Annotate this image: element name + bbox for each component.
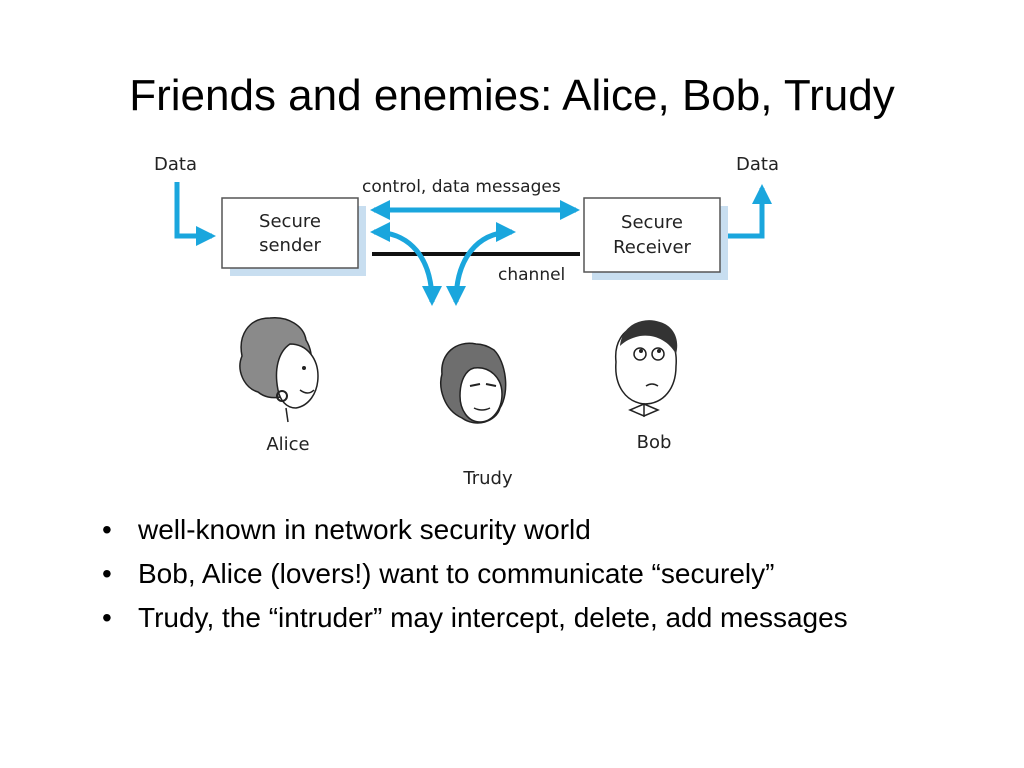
- alice-figure: [239, 317, 319, 423]
- bob-label: Bob: [637, 432, 672, 453]
- sender-label-line1: Secure: [259, 211, 321, 232]
- bullet-item: • well-known in network security world: [96, 514, 956, 546]
- bullet-item: • Bob, Alice (lovers!) want to communica…: [96, 558, 956, 590]
- slide-title: Friends and enemies: Alice, Bob, Trudy: [129, 71, 895, 120]
- receiver-label-line2: Receiver: [613, 237, 691, 258]
- channel-label: channel: [498, 265, 565, 285]
- bullet-text: Trudy, the “intruder” may intercept, del…: [138, 602, 848, 633]
- alice-label: Alice: [266, 434, 309, 455]
- sender-label-line2: sender: [259, 235, 321, 256]
- intercept-arrow-left: [370, 222, 442, 306]
- trudy-label: Trudy: [462, 468, 513, 489]
- secure-sender-box: Secure sender: [221, 197, 366, 276]
- bullet-marker: •: [102, 558, 112, 589]
- trudy-figure: [440, 342, 507, 424]
- messages-label: control, data messages: [362, 177, 561, 197]
- data-output-label: Data: [736, 154, 779, 175]
- diagram-svg: Data Data Secure sender Secure Receiver …: [154, 154, 779, 489]
- bullet-text: well-known in network security world: [138, 514, 591, 545]
- secure-receiver-box: Secure Receiver: [583, 197, 728, 280]
- bullet-list: • well-known in network security world •…: [96, 514, 956, 646]
- bullet-item: • Trudy, the “intruder” may intercept, d…: [96, 602, 956, 634]
- data-out-arrow: [720, 184, 772, 239]
- data-in-arrow: [174, 182, 216, 246]
- bullet-marker: •: [102, 514, 112, 545]
- intercept-arrow-right: [446, 222, 516, 306]
- data-input-label: Data: [154, 154, 197, 175]
- bullet-marker: •: [102, 602, 112, 633]
- receiver-label-line1: Secure: [621, 212, 683, 233]
- alice-bob-trudy-diagram: Data Data Secure sender Secure Receiver …: [140, 140, 800, 500]
- bob-figure: [614, 320, 678, 418]
- bullet-text: Bob, Alice (lovers!) want to communicate…: [138, 558, 775, 589]
